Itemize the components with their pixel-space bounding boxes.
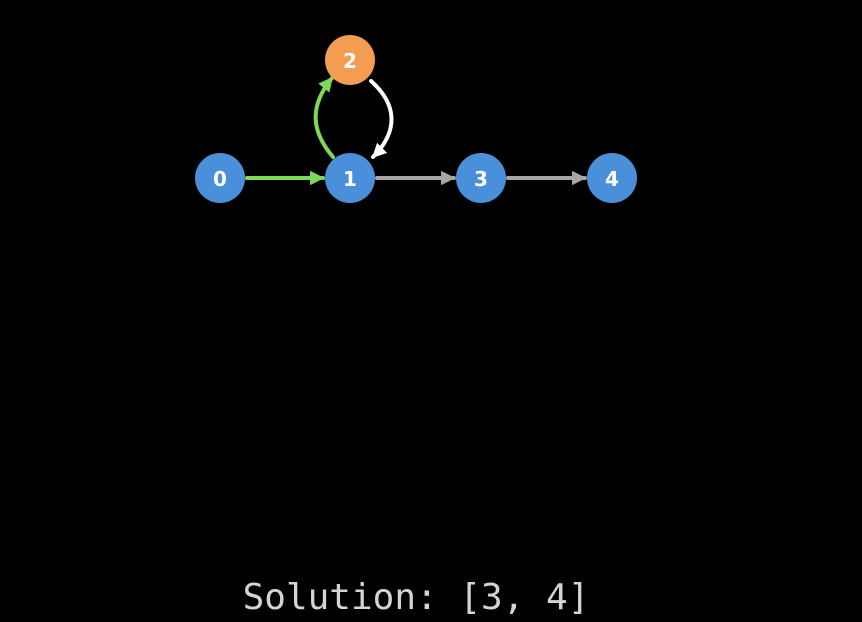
edge-2-to-1 (369, 79, 394, 159)
node-0-label: 0 (213, 167, 227, 191)
node-4-label: 4 (605, 167, 619, 191)
solution-text: Solution: [3, 4] (242, 577, 590, 618)
node-4-circle (587, 153, 637, 203)
node-0: 0 (195, 153, 245, 203)
node-1-label: 1 (343, 167, 357, 191)
node-3: 3 (456, 153, 506, 203)
node-2-label: 2 (343, 49, 357, 73)
edge-1-to-2 (313, 76, 335, 159)
node-2-circle (325, 35, 375, 85)
edges-layer (245, 76, 587, 186)
graph-diagram: 0 1 2 3 4 (195, 35, 637, 203)
node-2: 2 (325, 35, 375, 85)
node-3-circle (456, 153, 506, 203)
node-0-circle (195, 153, 245, 203)
node-3-label: 3 (474, 167, 488, 191)
node-1-circle (325, 153, 375, 203)
node-4: 4 (587, 153, 637, 203)
nodes-layer: 0 1 2 3 4 (195, 35, 637, 203)
node-1: 1 (325, 153, 375, 203)
